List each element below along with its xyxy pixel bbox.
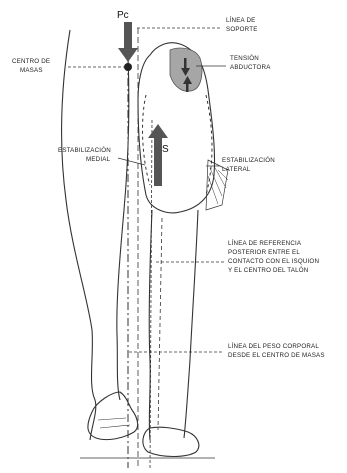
label-line: LÍNEA DE <box>226 17 255 24</box>
center-of-mass-label: CENTRO DE MASAS <box>12 58 50 74</box>
label-line: TENSIÓN <box>230 55 259 62</box>
label-line: MEDIAL <box>86 156 111 163</box>
center-of-mass-dot <box>124 63 132 71</box>
label-line: Y EL CENTRO DEL TALÓN <box>228 267 308 274</box>
reference-line-label: LÍNEA DE REFERENCIA POSTERIOR ENTRE EL C… <box>228 240 319 274</box>
pc-label: Pc <box>117 10 129 21</box>
body-weight-line-label: LÍNEA DEL PESO CORPORAL DESDE EL CENTRO … <box>228 343 325 359</box>
label-line: CENTRO DE <box>12 58 50 65</box>
label-line: ESTABILIZACIÓN <box>58 147 111 154</box>
prosthetic-leg <box>138 43 228 457</box>
label-line: DESDE EL CENTRO DE MASAS <box>228 352 325 359</box>
s-arrow: S <box>148 124 169 186</box>
ischium-heel-reference-line <box>150 120 152 468</box>
right-foot <box>143 427 199 456</box>
label-line: LATERAL <box>222 166 251 173</box>
label-line: ESTABILIZACIÓN <box>222 157 275 164</box>
medial-stabilization-label: ESTABILIZACIÓN MEDIAL <box>58 147 111 163</box>
label-line: CONTACTO CON EL ISQUION <box>228 258 319 265</box>
contralateral-leg <box>62 30 138 440</box>
s-label: S <box>162 144 169 155</box>
pc-arrow: Pc <box>117 10 138 62</box>
label-line: POSTERIOR ENTRE EL <box>228 249 300 256</box>
label-line: ABDUCTORA <box>230 64 271 71</box>
label-line: SOPORTE <box>226 26 258 33</box>
left-foot <box>88 392 138 440</box>
support-line-label: LÍNEA DE SOPORTE <box>226 17 258 33</box>
label-line: MASAS <box>20 67 43 74</box>
label-line: LÍNEA DE REFERENCIA <box>228 240 302 247</box>
label-line: LÍNEA DEL PESO CORPORAL <box>228 343 319 350</box>
lateral-stabilization-label: ESTABILIZACIÓN LATERAL <box>222 157 275 173</box>
abductor-tension-label: TENSIÓN ABDUCTORA <box>230 55 271 71</box>
